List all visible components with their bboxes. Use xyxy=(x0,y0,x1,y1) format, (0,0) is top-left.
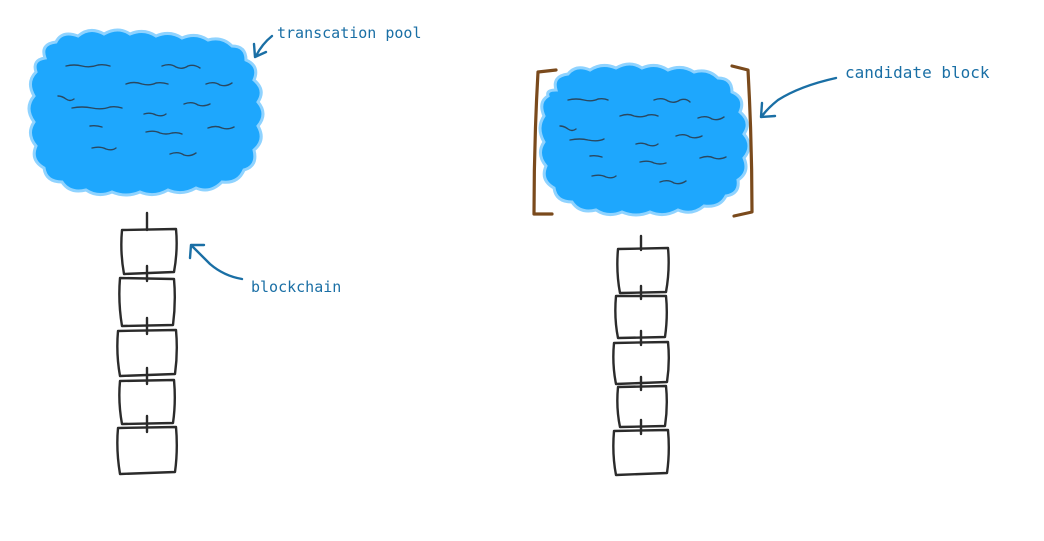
candidate-block-arrow xyxy=(759,76,838,119)
left-block-2 xyxy=(118,276,176,328)
blockchain-arrow xyxy=(188,243,244,281)
left-block-5 xyxy=(116,425,178,476)
candidate-squiggles xyxy=(559,97,727,185)
right-block-1 xyxy=(616,246,670,295)
candidate-bracket xyxy=(532,64,754,218)
candidate-block-label: candidate block xyxy=(845,63,990,82)
candidate-pool-cloud xyxy=(538,62,751,217)
transaction-pool-shape xyxy=(27,28,265,197)
blockchain-label: blockchain xyxy=(251,278,341,296)
right-block-5 xyxy=(612,428,670,477)
candidate-bracket-right xyxy=(730,64,754,218)
right-blockchain xyxy=(612,234,670,477)
transaction-pool-label: transcation pool xyxy=(277,24,422,42)
right-block-4 xyxy=(616,384,668,429)
candidate-pool-shape xyxy=(538,62,751,217)
left-blockchain xyxy=(116,211,178,476)
right-block-2 xyxy=(614,294,668,340)
candidate-bracket-left xyxy=(532,68,558,216)
left-block-4 xyxy=(118,378,176,426)
left-block-1 xyxy=(120,227,178,276)
right-block-3 xyxy=(612,340,670,386)
left-block-3 xyxy=(116,328,178,378)
transaction-pool-arrow xyxy=(252,34,274,59)
transaction-squiggles xyxy=(57,63,235,157)
transaction-pool-cloud xyxy=(27,28,265,197)
